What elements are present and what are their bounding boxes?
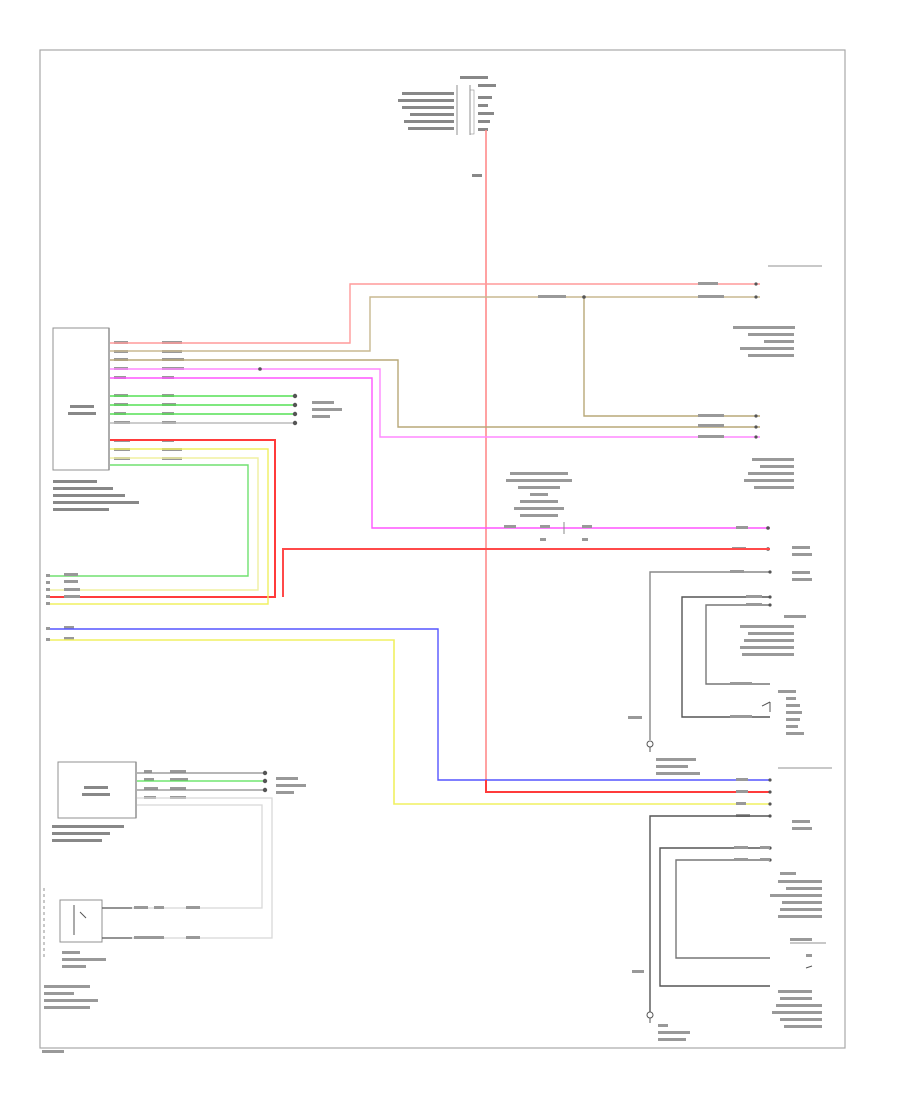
red-feed-output	[485, 780, 770, 793]
diagram-frame	[39, 49, 846, 1049]
switch-icon	[761, 701, 771, 712]
blue-wire	[50, 628, 770, 781]
engine-control-module	[52, 327, 184, 511]
yellow-wire	[50, 639, 770, 805]
lower-left-module	[52, 761, 188, 842]
tan-bus-link	[583, 297, 760, 417]
top-power-block	[398, 76, 496, 177]
ecm-harness	[50, 283, 770, 605]
ground-icon	[646, 740, 654, 752]
right-top-labels	[538, 265, 822, 489]
lower-left-harness	[132, 772, 273, 939]
red-cross-wire	[282, 548, 770, 597]
center-label-block	[504, 472, 592, 541]
ground-icon	[646, 1011, 654, 1023]
lower-left-sensor	[43, 888, 200, 1009]
footer-mark	[42, 1050, 64, 1053]
connector-dots	[258, 367, 298, 426]
right-bottom-harness	[649, 815, 770, 1012]
splice-dot-icon	[582, 295, 586, 299]
left-pins	[46, 573, 80, 641]
